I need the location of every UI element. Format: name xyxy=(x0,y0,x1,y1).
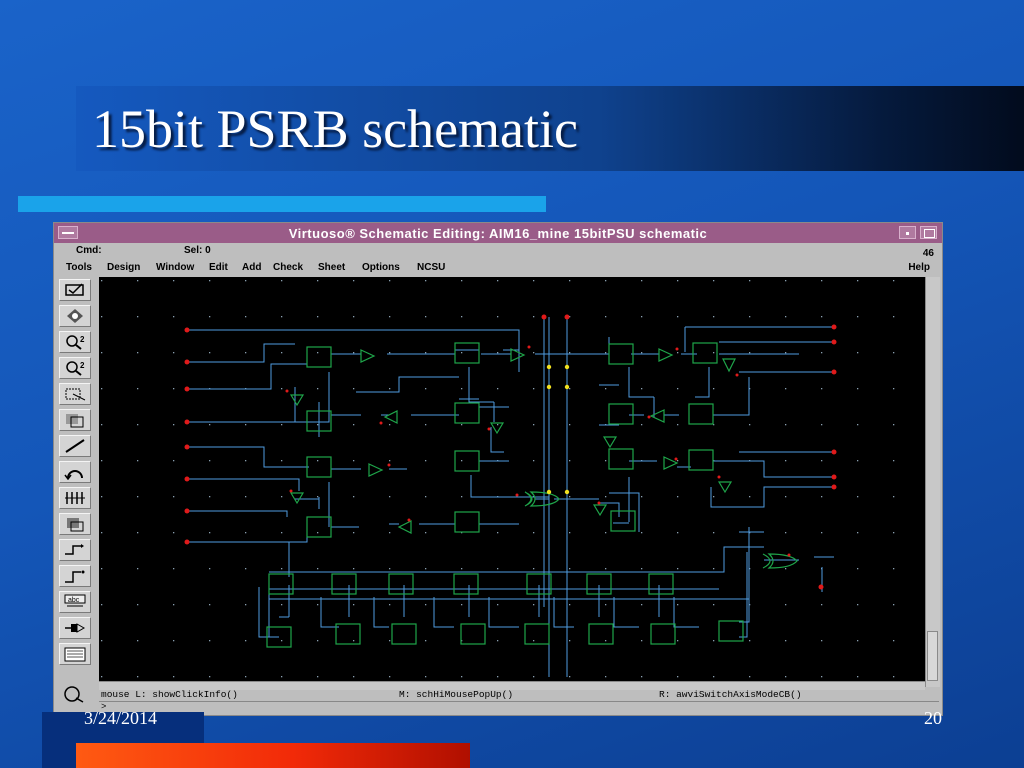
tool-palette: 2 2 abc xyxy=(59,277,93,693)
menu-window[interactable]: Window xyxy=(156,262,195,273)
slide-title: 15bit PSRB schematic xyxy=(92,99,578,159)
virtuoso-window: Virtuoso® Schematic Editing: AIM16_mine … xyxy=(53,222,943,716)
svg-text:2: 2 xyxy=(80,361,85,370)
copy-icon[interactable] xyxy=(59,409,91,431)
refresh-icon[interactable] xyxy=(62,685,84,705)
horizontal-scrollbar[interactable] xyxy=(99,681,925,690)
io-pins xyxy=(184,314,837,590)
menu-help[interactable]: Help xyxy=(908,262,930,273)
menu-ncsu[interactable]: NCSU xyxy=(417,262,446,273)
maximize-icon[interactable] xyxy=(920,226,937,239)
delete-icon[interactable] xyxy=(59,617,91,639)
minimize-icon[interactable] xyxy=(899,226,916,239)
mouse-right-binding: R: awviSwitchAxisModeCB() xyxy=(659,689,802,700)
wire-narrow-icon[interactable] xyxy=(59,565,91,587)
fit-icon[interactable] xyxy=(59,305,91,327)
hierarchy-icon[interactable] xyxy=(59,643,91,665)
label-icon[interactable]: abc xyxy=(59,591,91,613)
command-prompt[interactable]: > xyxy=(99,701,939,713)
undo-icon[interactable] xyxy=(59,461,91,483)
menu-tools[interactable]: Tools xyxy=(66,262,92,273)
slide-page-number: 20 xyxy=(924,708,942,726)
window-title: Virtuoso® Schematic Editing: AIM16_mine … xyxy=(288,226,708,241)
wires xyxy=(187,317,834,677)
pin-icon[interactable] xyxy=(59,539,91,561)
menu-add[interactable]: Add xyxy=(242,262,262,273)
menu-options[interactable]: Options xyxy=(362,262,400,273)
components xyxy=(266,342,798,648)
zoom-out-icon[interactable]: 2 xyxy=(59,357,91,379)
accent-bar-top xyxy=(18,196,546,212)
slide-date: 3/24/2014 xyxy=(84,708,158,726)
window-titlebar[interactable]: Virtuoso® Schematic Editing: AIM16_mine … xyxy=(54,223,942,243)
accent-bar-bottom xyxy=(76,743,470,768)
zoom-in-icon[interactable]: 2 xyxy=(59,331,91,353)
stretch-icon[interactable] xyxy=(59,383,91,405)
schematic-drawing[interactable] xyxy=(99,277,925,681)
mouse-left-binding: mouse L: showClickInfo() xyxy=(101,689,238,700)
cmd-label: Cmd: xyxy=(76,245,102,256)
instance-icon[interactable] xyxy=(59,487,91,509)
menu-check[interactable]: Check xyxy=(273,262,304,273)
title-band xyxy=(76,86,1024,171)
mouse-bindings-bar: mouse L: showClickInfo() M: schHiMousePo… xyxy=(99,689,939,700)
command-counter: 46 xyxy=(922,248,934,259)
schematic-canvas[interactable] xyxy=(99,277,925,681)
prompt-symbol: > xyxy=(101,702,107,712)
mouse-middle-binding: M: schHiMousePopUp() xyxy=(399,689,514,700)
scrollbar-thumb[interactable] xyxy=(927,631,938,681)
selection-count: Sel: 0 xyxy=(184,245,211,256)
status-row: Cmd: Sel: 0 46 xyxy=(54,243,942,260)
svg-text:2: 2 xyxy=(80,335,85,344)
menubar: Tools Design Window Edit Add Check Sheet… xyxy=(54,260,942,276)
check-save-icon[interactable] xyxy=(59,279,91,301)
property-icon[interactable] xyxy=(59,513,91,535)
vertical-scrollbar[interactable] xyxy=(925,277,940,687)
menu-edit[interactable]: Edit xyxy=(209,262,228,273)
svg-text:abc: abc xyxy=(68,597,80,604)
wire-icon[interactable] xyxy=(59,435,91,457)
menu-design[interactable]: Design xyxy=(107,262,141,273)
menu-sheet[interactable]: Sheet xyxy=(318,262,346,273)
window-menu-icon[interactable] xyxy=(58,226,78,239)
junction-dots xyxy=(546,364,570,495)
